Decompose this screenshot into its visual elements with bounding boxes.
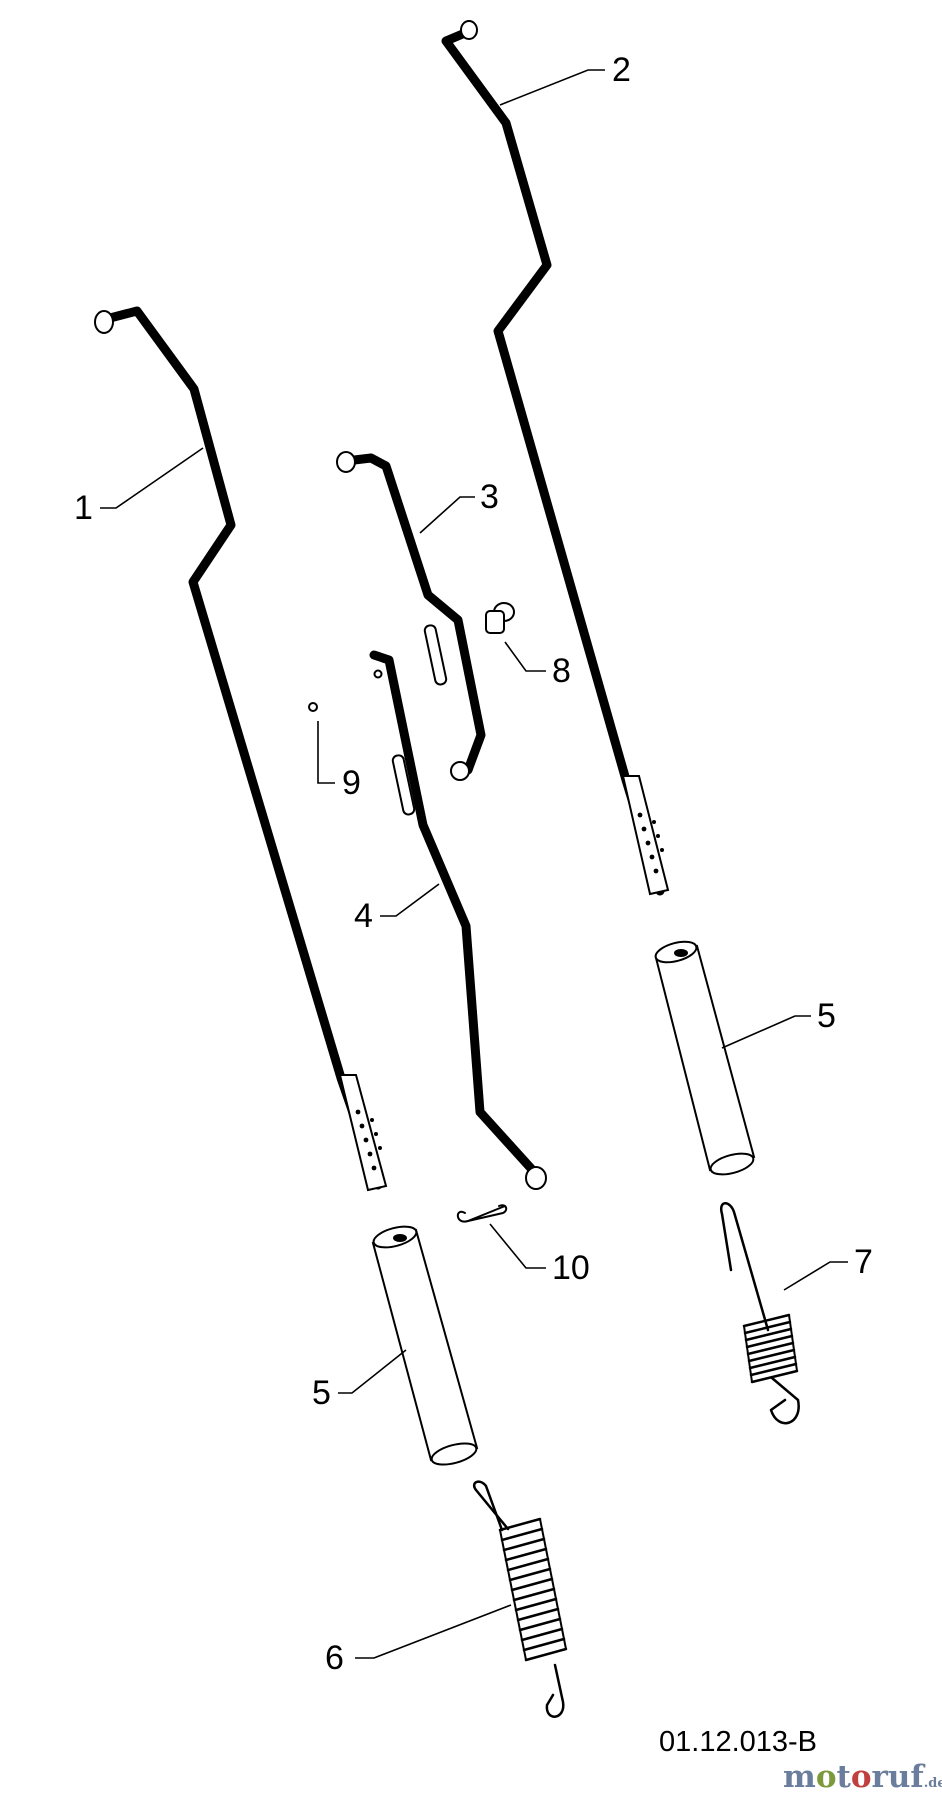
control-rod-2 [441,20,670,896]
svg-text:motoruf.de: motoruf.de [783,1759,942,1795]
grip-sleeve-5-upper [654,940,756,1176]
callout-labels: 1 2 3 4 5 5 6 7 8 9 10 [74,51,873,1677]
callout-8: 8 [552,652,571,690]
callout-2: 2 [612,51,631,89]
callout-7: 7 [854,1243,873,1281]
watermark-logo: motoruf.de [783,1759,942,1795]
hairpin-clip-10 [456,1204,508,1223]
callout-5-lower: 5 [312,1374,331,1412]
shoulder-bolt-8 [485,602,515,634]
spring-7 [719,1202,800,1425]
callout-1: 1 [74,489,93,527]
callout-5-upper: 5 [817,997,836,1035]
link-bar-4 [369,650,547,1190]
callout-10: 10 [552,1249,590,1287]
leader-lines [100,69,848,1659]
callout-6: 6 [325,1639,344,1677]
spring-6 [472,1480,568,1718]
callout-4: 4 [354,897,373,935]
link-rod-3 [336,451,486,781]
control-rod-1 [94,306,388,1192]
grip-sleeve-5-lower [371,1225,479,1466]
callout-9: 9 [342,764,361,802]
hex-nut-9 [308,702,318,712]
callout-3: 3 [480,478,499,516]
drawing-code: 01.12.013-B [659,1726,817,1758]
